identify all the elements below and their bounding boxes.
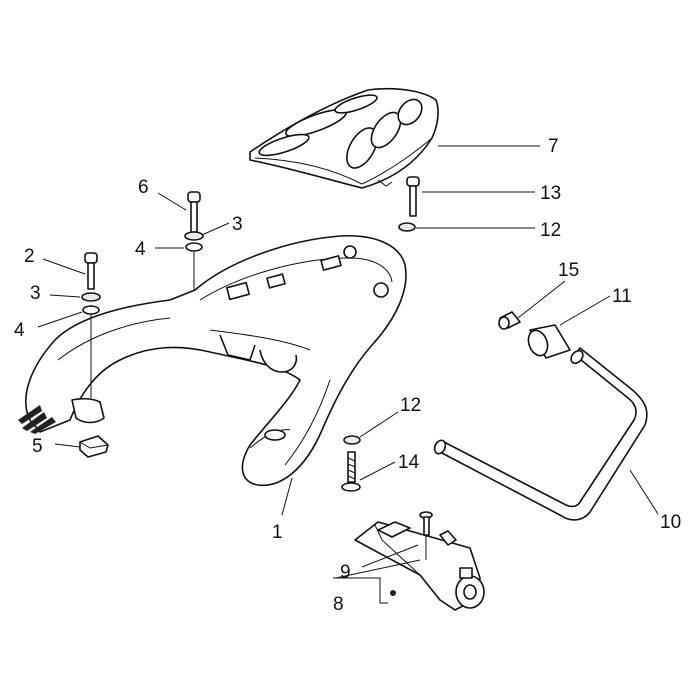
callout-12-lower: 12 [400, 395, 421, 416]
part-4-washer-middle [185, 242, 203, 252]
callout-3-left: 3 [30, 283, 41, 304]
part-1-rear-rack [18, 234, 407, 487]
part-4-washer-left [82, 305, 100, 315]
callout-1: 1 [272, 522, 283, 543]
part-11-sleeve [527, 324, 571, 359]
part-2-bolt-left [84, 252, 98, 398]
callout-6: 6 [138, 177, 149, 198]
callout-10: 10 [660, 512, 681, 533]
callout-15: 15 [558, 260, 579, 281]
callout-11: 11 [612, 286, 632, 307]
callout-14: 14 [398, 452, 420, 473]
callout-12-top: 12 [540, 220, 561, 241]
leader-lines [37, 145, 659, 604]
callout-5: 5 [32, 436, 43, 457]
part-14-screw [341, 451, 361, 492]
callout-7: 7 [548, 136, 559, 157]
part-15-end-cap [498, 311, 521, 330]
part-5-clip-nut [79, 435, 109, 458]
callout-labels: 1 2 3 3 4 4 5 6 7 8 9 10 11 12 12 13 14 … [14, 136, 681, 615]
part-12-washer-top [398, 222, 416, 232]
callout-8: 8 [333, 594, 344, 615]
part-3-washer-left [81, 292, 101, 302]
part-12-washer-lower [343, 435, 361, 445]
callout-3-middle: 3 [232, 214, 243, 235]
callout-9: 9 [340, 562, 351, 583]
part-8-mounting-bracket [354, 521, 485, 611]
callout-4-middle: 4 [135, 239, 146, 260]
part-10-handle-tube [433, 347, 648, 521]
part-9-screw [419, 511, 433, 560]
callout-13: 13 [540, 183, 561, 204]
part-6-bolt-middle [187, 191, 201, 290]
part-3-washer-middle [184, 231, 204, 241]
part-13-bolt-top [406, 176, 420, 217]
callout-2: 2 [24, 246, 35, 267]
part-7-rack-cover [249, 87, 439, 189]
callout-4-left: 4 [14, 320, 25, 341]
